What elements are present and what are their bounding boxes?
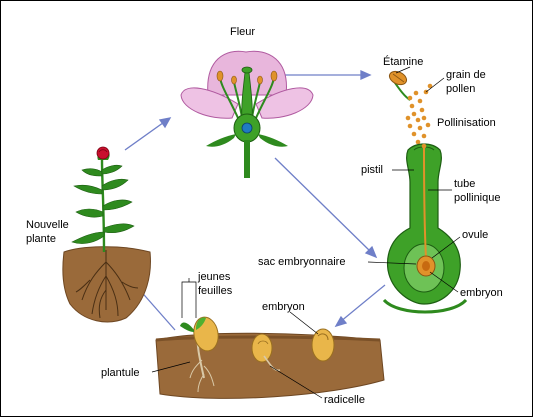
pollen-grains (406, 84, 433, 145)
new-plant-illustration (63, 147, 151, 322)
arrow-pistil-to-seed (340, 285, 385, 322)
flower-stem (244, 140, 250, 178)
germination-illustration (156, 315, 384, 398)
label-fleur: Fleur (230, 26, 255, 38)
label-embryon-right: embryon (460, 287, 503, 299)
arrow-plant-to-flower (125, 120, 167, 150)
label-etamine: Étamine (383, 55, 423, 68)
flower-illustration (181, 51, 313, 178)
arrow-plant-to-flower-head (160, 118, 170, 127)
label-embryon-bottom: embryon (262, 301, 305, 313)
label-plantule: plantule (101, 367, 140, 379)
arrow-flower-to-stamen-head (361, 71, 370, 79)
label-pollen: pollen (446, 83, 475, 95)
rose-bloom (97, 147, 109, 159)
stamen-illustration (387, 69, 410, 100)
label-pollinisation: Pollinisation (437, 117, 496, 129)
cycle-arrows (125, 71, 385, 330)
label-grain-de: grain de (446, 69, 486, 81)
label-sac-embryonnaire: sac embryonnaire (258, 256, 345, 268)
label-nouvelle: Nouvelle (26, 219, 69, 231)
label-pollinique: pollinique (454, 192, 500, 204)
label-plante: plante (26, 233, 56, 245)
label-jeunes: jeunes (197, 271, 231, 283)
label-ovule: ovule (462, 229, 488, 241)
label-pistil: pistil (361, 164, 383, 176)
arrow-flower-to-pistil (275, 158, 372, 253)
pistil-illustration (384, 144, 466, 312)
seed-embryon (312, 329, 334, 361)
label-tube: tube (454, 178, 475, 190)
label-radicelle: radicelle (324, 394, 365, 406)
label-feuilles: feuilles (198, 285, 233, 297)
